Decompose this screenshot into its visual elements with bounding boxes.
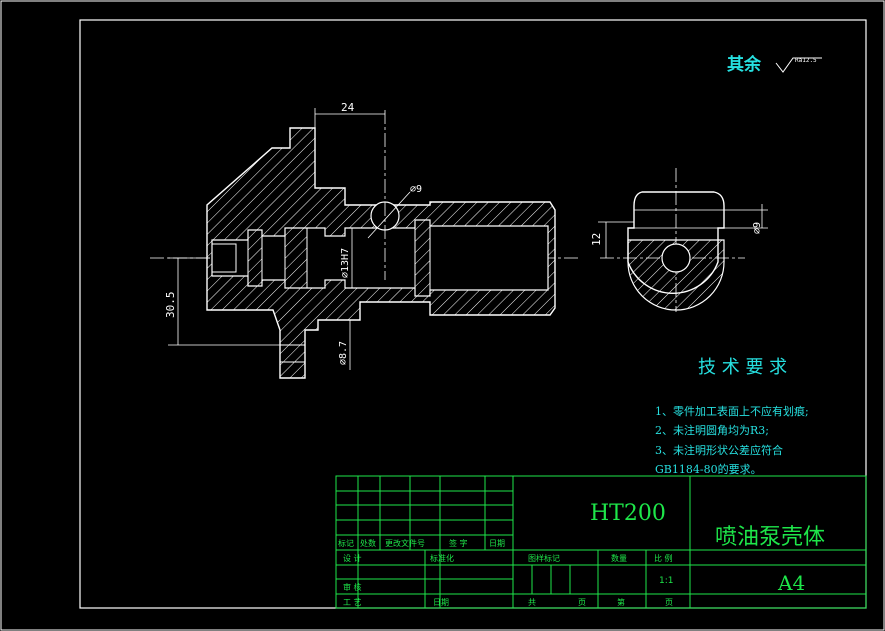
- title-block: [335, 475, 867, 609]
- roughness-value: Ra12.5: [795, 57, 817, 64]
- tech-req-item-2: 2、未注明圆角均为R3;: [655, 423, 769, 437]
- title-block-text: HT200 喷油泵壳体 A4 1:1 标记 处数 更改文件号 签 字 日期 设 …: [338, 501, 825, 607]
- section-view-main: [150, 110, 580, 379]
- sheet-size-text: A4: [777, 571, 805, 595]
- groove-1: [247, 229, 263, 287]
- dim-12-text: 12: [590, 233, 603, 246]
- date-label: 日期: [433, 598, 449, 607]
- rev-header-date: 日期: [489, 539, 505, 548]
- rev-header-count: 处数: [360, 538, 376, 548]
- sheet-label: 第: [617, 597, 625, 607]
- tech-req-heading: 技 术 要 求: [698, 357, 787, 378]
- dim-24-text: 24: [341, 101, 355, 114]
- dim-phi9-leader: [367, 191, 411, 239]
- rev-header-sign: 签 字: [449, 538, 468, 548]
- dim-phi9-right-text: ⌀9: [752, 222, 763, 234]
- process-label: 工 艺: [343, 598, 362, 607]
- dim-30-5-text: 30.5: [164, 292, 177, 319]
- design-label: 设 计: [343, 553, 362, 563]
- surface-finish-note: 其余 Ra12.5: [727, 54, 822, 75]
- dimensions-main: 24 ⌀9 ⌀13H7 30.5 ⌀8.7: [164, 101, 422, 370]
- tech-req-item-3: 3、未注明形状公差应符合: [655, 443, 783, 457]
- dim-phi9-text: ⌀9: [410, 184, 422, 195]
- end-view-hole: [661, 243, 691, 273]
- roughness-symbol: [775, 57, 822, 73]
- dim-phi8-7-text: ⌀8.7: [338, 341, 349, 365]
- review-label: 审 核: [343, 582, 362, 592]
- end-view-right: 12 ⌀9: [590, 168, 768, 312]
- material-text: HT200: [590, 501, 666, 526]
- page2-label: 页: [665, 598, 673, 607]
- weight-label: 数量: [611, 553, 627, 563]
- rev-header-mark: 标记: [338, 538, 354, 548]
- standardization-label: 标准化: [430, 553, 454, 563]
- tech-req-item-4: GB1184-80的要求。: [655, 462, 762, 476]
- title-block-frame: [335, 475, 867, 609]
- ratio-label: 比 例: [654, 553, 673, 563]
- tech-req-item-1: 1、零件加工表面上不应有划痕;: [655, 404, 809, 418]
- dim-phi13h7-text: ⌀13H7: [340, 248, 351, 278]
- groove-2: [284, 227, 308, 289]
- inner-step-left: [211, 243, 237, 273]
- end-view-section: [627, 239, 725, 311]
- rev-header-doc: 更改文件号: [385, 538, 425, 548]
- scale-text: 1:1: [659, 576, 673, 586]
- technical-requirements: 技 术 要 求 1、零件加工表面上不应有划痕; 2、未注明圆角均为R3; 3、未…: [655, 357, 809, 476]
- part-name-text: 喷油泵壳体: [715, 525, 825, 550]
- page1-label: 页: [578, 598, 586, 607]
- stage-mark-label: 图样标记: [528, 553, 560, 563]
- surface-finish-label: 其余: [727, 54, 762, 75]
- groove-3: [414, 219, 431, 297]
- total-label: 共: [528, 598, 536, 607]
